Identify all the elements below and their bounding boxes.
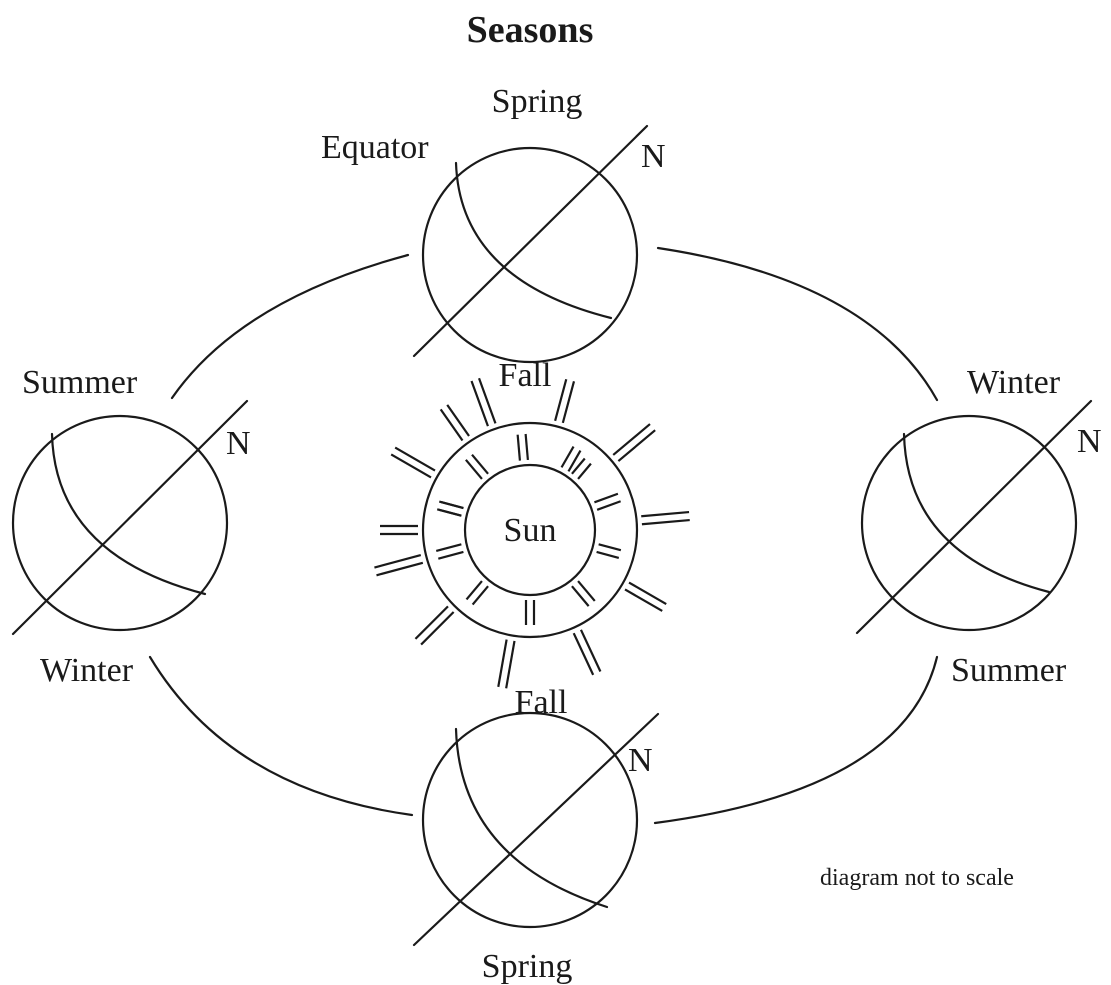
orbit-arc-top-left (170, 253, 410, 400)
earth-left: N Summer Winter (11, 364, 251, 689)
sun-ray-line (394, 446, 436, 472)
sun-ray-line (641, 518, 690, 526)
sun-outer-ring (421, 421, 639, 639)
orbit-arc-bottom-right (653, 655, 939, 825)
sun-ray-line (376, 561, 424, 577)
sun-ray-line (471, 585, 489, 606)
sun-ray-line (438, 500, 464, 510)
season-label-right-above: Winter (967, 364, 1061, 401)
sun-ray-line (524, 433, 529, 461)
north-label: N (628, 742, 653, 779)
season-label-bottom-below: Spring (482, 948, 573, 985)
orbit-path (148, 246, 939, 825)
earth-globe (421, 146, 639, 364)
sun: Sun (374, 377, 690, 689)
sun-ray-line (438, 550, 464, 560)
earth-axis (412, 712, 660, 947)
sun-ray-line (579, 629, 602, 672)
season-label-left-above: Summer (22, 364, 138, 401)
sun-ray-line (641, 510, 690, 518)
sun-ray-line (436, 508, 462, 517)
season-label-left-below: Winter (40, 652, 134, 689)
sun-ray-line (471, 453, 489, 475)
sun-ray-line (571, 457, 586, 475)
season-label-bottom-above: Fall (515, 684, 568, 721)
equator-label: Equator (321, 129, 429, 166)
north-label: N (641, 138, 666, 175)
diagram-title: Seasons (467, 9, 594, 51)
equator-line (454, 727, 609, 909)
season-label-top-below: Fall (499, 357, 552, 394)
season-label-right-below: Summer (951, 652, 1067, 689)
sun-ray-line (612, 423, 651, 456)
sun-ray-line (478, 377, 497, 424)
sun-ray-line (446, 404, 470, 437)
sun-ray-line (505, 640, 516, 689)
sun-ray-line (554, 378, 568, 422)
sun-ray-line (572, 632, 595, 676)
north-label: N (226, 425, 251, 462)
orbit-arc-bottom-left (148, 655, 414, 817)
sun-ray-line (594, 492, 619, 504)
sun-ray-line (560, 446, 575, 468)
equator-line (902, 432, 1051, 594)
earth-axis (412, 124, 649, 358)
north-label: N (1077, 423, 1102, 460)
sun-ray-line (571, 585, 590, 607)
earth-globe (421, 711, 639, 929)
sun-ray-line (628, 581, 667, 605)
sun-ray-line (577, 580, 596, 602)
earth-axis (11, 399, 249, 636)
sun-ray-line (470, 380, 489, 427)
earth-axis (855, 399, 1093, 635)
sun-ray-line (596, 550, 620, 559)
sun-label: Sun (504, 512, 557, 549)
earth-globe (11, 414, 229, 632)
earth-right: N Winter Summer (855, 364, 1102, 689)
sun-core (463, 463, 597, 597)
orbit-arc-top-right (656, 246, 939, 402)
sun-ray-line (414, 605, 449, 640)
sun-ray-line (577, 462, 592, 480)
sun-ray-line (567, 450, 582, 472)
equator-line (454, 161, 613, 320)
sun-ray-line (374, 554, 422, 569)
sun-ray-line (420, 611, 455, 646)
equator-line (50, 432, 207, 596)
sun-ray-line (435, 543, 462, 553)
sun-ray-line (465, 459, 483, 480)
sun-ray-line (624, 588, 663, 612)
sun-ray-line (465, 580, 483, 601)
sun-ray-line (598, 543, 622, 552)
earth-globe (860, 414, 1078, 632)
sun-ray-line (497, 639, 508, 688)
sun-ray-line (617, 429, 656, 462)
earth-top: N Spring Fall Equator (321, 83, 666, 394)
sun-ray-line (596, 500, 622, 511)
sun-ray-line (390, 453, 432, 479)
sun-rays (374, 377, 690, 689)
scale-note: diagram not to scale (820, 865, 1014, 891)
sun-ray-line (561, 381, 576, 424)
sun-ray-line (516, 434, 522, 461)
earth-bottom: N Fall Spring (412, 684, 660, 985)
sun-ray-line (439, 408, 464, 442)
season-label-top-above: Spring (492, 83, 583, 120)
